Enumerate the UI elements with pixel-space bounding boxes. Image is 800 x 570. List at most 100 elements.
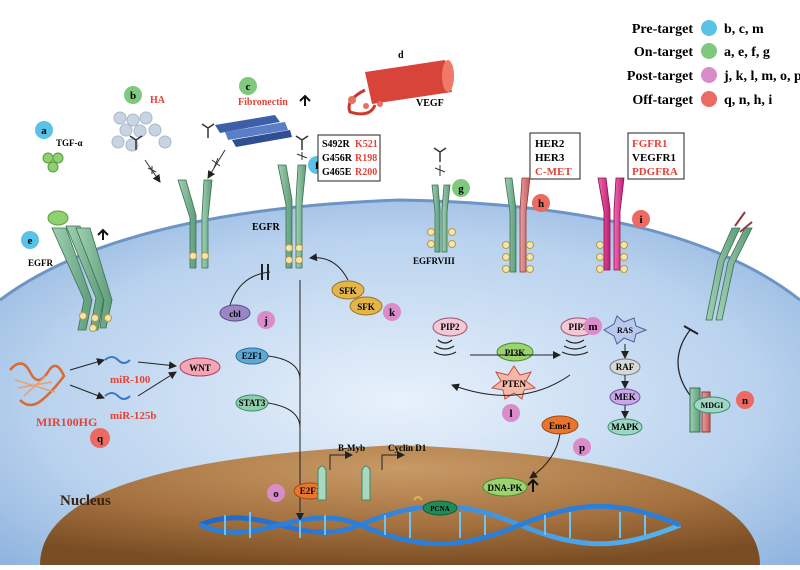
mir100hg-rna bbox=[9, 362, 66, 407]
legend: Pre-target b, c, m On-target a, e, f, g … bbox=[627, 20, 800, 108]
her-label-3: C-MET bbox=[535, 166, 572, 178]
pcna-phospho bbox=[413, 496, 423, 501]
pip2-label: PIP2 bbox=[441, 322, 460, 332]
dnapk-node bbox=[482, 477, 528, 497]
dnapk-up-arrow bbox=[527, 478, 539, 492]
fgfr-phospho bbox=[596, 241, 628, 273]
mutation-mut-3: R200 bbox=[355, 167, 377, 178]
ras-burst bbox=[603, 315, 648, 345]
nucleus bbox=[40, 445, 760, 565]
nucleus-label: Nucleus bbox=[60, 493, 111, 509]
legend-dot-on bbox=[701, 43, 717, 59]
fgfr-label-3: PDGFRA bbox=[632, 166, 678, 178]
sfk-node-2 bbox=[349, 296, 383, 316]
badge-e-label: e bbox=[28, 235, 33, 247]
egfr-main-ligand-y bbox=[295, 135, 309, 150]
mdgi-protein bbox=[689, 387, 731, 433]
ha-cluster bbox=[111, 111, 172, 152]
mir125b-wnt-arrow bbox=[137, 371, 177, 397]
pcna-node bbox=[422, 500, 458, 516]
wnt-label: WNT bbox=[189, 363, 211, 373]
badge-n bbox=[736, 391, 754, 409]
transcription-factors bbox=[317, 465, 371, 501]
tgf-alpha-label: TGF-α bbox=[56, 138, 83, 148]
tgf-alpha-ligands bbox=[42, 152, 64, 173]
legend-dot-pre bbox=[701, 20, 717, 36]
badge-g bbox=[452, 179, 470, 197]
fibronectin-inhibit-arrow bbox=[207, 149, 226, 179]
legend-items-post: j, k, l, m, o, p bbox=[723, 69, 800, 84]
her-label-2: HER3 bbox=[535, 152, 565, 164]
fgfr-label-2: VEGFR1 bbox=[632, 152, 676, 164]
sfk-node-1 bbox=[331, 280, 365, 300]
badge-q bbox=[90, 428, 110, 448]
eme1-arrow bbox=[529, 433, 561, 479]
pi3k-label: PI3K bbox=[505, 348, 526, 358]
pip3-membrane-icon bbox=[561, 339, 589, 356]
fgfr-label-1: FGFR1 bbox=[632, 138, 667, 150]
badge-a-label: a bbox=[41, 125, 47, 137]
ha-ligand-y bbox=[129, 135, 143, 150]
pten-label: PTEN bbox=[502, 379, 527, 389]
egfr-e-up-arrow bbox=[97, 228, 109, 240]
badge-a bbox=[35, 121, 53, 139]
badge-o bbox=[267, 484, 285, 502]
badge-p bbox=[573, 438, 591, 456]
e2f1-nuclear-label: E2F1 bbox=[300, 486, 321, 496]
egfr-e-label: EGFR bbox=[28, 258, 54, 268]
fgfr-box bbox=[627, 132, 685, 180]
badge-m-label: m bbox=[588, 321, 597, 333]
cyclind1-label: Cyclin D1 bbox=[388, 443, 427, 453]
legend-label-on: On-target bbox=[634, 45, 693, 60]
her-phospho bbox=[502, 241, 534, 273]
badge-h bbox=[532, 194, 550, 212]
mutation-wt-1: S492R bbox=[322, 139, 351, 150]
mir125b-squiggle bbox=[104, 392, 131, 400]
fgfr-receptor bbox=[597, 177, 625, 271]
pi3k-node bbox=[496, 342, 534, 362]
badge-l-label: l bbox=[509, 408, 512, 420]
mir125b-label: miR-125b bbox=[110, 410, 156, 422]
fibronectin-up-arrow bbox=[299, 94, 311, 106]
sfk-label-1: SFK bbox=[339, 286, 357, 296]
cbl-node bbox=[219, 304, 251, 322]
pip3-label: PIP3 bbox=[569, 322, 588, 332]
badge-h-label: h bbox=[538, 198, 544, 210]
legend-dot-post bbox=[701, 67, 717, 83]
badge-d-label: d bbox=[398, 50, 404, 61]
badge-i-label: i bbox=[639, 214, 642, 226]
badge-e bbox=[21, 231, 39, 249]
fibronectin-block-mark bbox=[211, 157, 221, 169]
badge-k-label: k bbox=[389, 307, 396, 319]
pip2-node bbox=[432, 317, 468, 337]
egfr-right-receptor bbox=[705, 227, 753, 321]
badge-f-label: f bbox=[315, 160, 319, 172]
legend-label-off: Off-target bbox=[632, 93, 693, 108]
egfr-main-label: EGFR bbox=[252, 222, 281, 233]
her-box bbox=[529, 132, 581, 180]
mutation-wt-2: G456R bbox=[322, 153, 353, 164]
eme1-label: Eme1 bbox=[549, 421, 571, 431]
egfr-main-receptor bbox=[277, 164, 307, 269]
egfr-e-phospho bbox=[79, 312, 112, 332]
vegf-cylinder bbox=[347, 60, 454, 116]
legend-items-off: q, n, h, i bbox=[724, 93, 772, 108]
mdgi-inhibit-bar bbox=[683, 325, 699, 335]
legend-items-pre: b, c, m bbox=[724, 22, 764, 37]
egfr-receptor-bc bbox=[177, 179, 213, 269]
mir100-wnt-arrow bbox=[137, 361, 177, 370]
ha-label: HA bbox=[150, 95, 166, 106]
sfk-label-2: SFK bbox=[357, 302, 375, 312]
her-label-1: HER2 bbox=[535, 138, 565, 150]
badge-k bbox=[383, 303, 401, 321]
e2f1-label: E2F1 bbox=[242, 351, 263, 361]
dnapk-label: DNA-PK bbox=[488, 483, 523, 493]
badge-j-label: j bbox=[263, 315, 268, 327]
mapk-node bbox=[607, 418, 643, 436]
legend-label-pre: Pre-target bbox=[632, 22, 693, 37]
badge-l bbox=[502, 404, 520, 422]
fibronectin-fibers bbox=[215, 115, 292, 147]
egfr-main-block-mark bbox=[296, 152, 308, 160]
badge-p-label: p bbox=[579, 442, 585, 454]
